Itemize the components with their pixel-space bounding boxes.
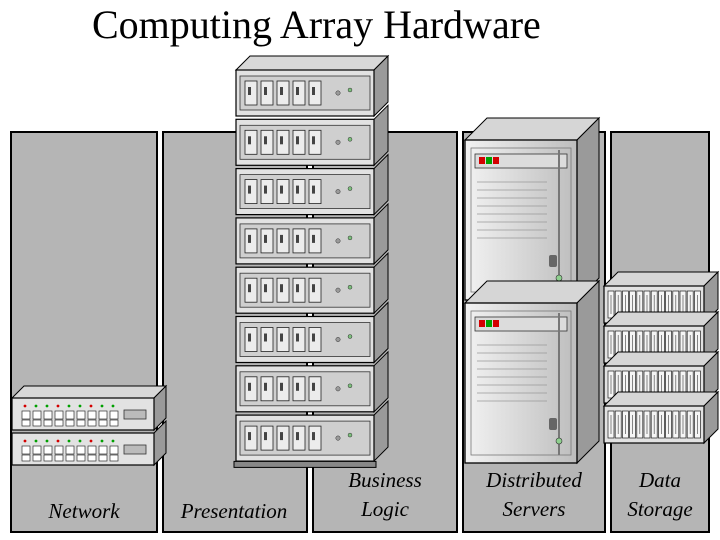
label-business-logic: Business Logic xyxy=(312,466,458,524)
label-distributed-servers-line-2: Servers xyxy=(502,497,566,521)
label-presentation: Presentation xyxy=(158,497,310,526)
label-distributed-servers-line-1: Distributed xyxy=(486,468,582,492)
rack-server-unit xyxy=(235,251,389,315)
rack-server-unit xyxy=(235,399,389,463)
rack-server-unit xyxy=(235,350,389,414)
label-data-storage-line-1: Data xyxy=(639,468,681,492)
diagram-title: Computing Array Hardware xyxy=(92,2,541,47)
label-data-storage-line-2: Storage xyxy=(627,497,693,521)
label-business-logic-line-1: Business xyxy=(348,468,422,492)
rack-server-unit xyxy=(235,202,389,266)
tower-server-unit xyxy=(463,279,601,465)
label-data-storage: Data Storage xyxy=(610,466,710,524)
tower-server-unit xyxy=(463,116,601,302)
rack-server-stack xyxy=(233,54,390,468)
storage-array-unit xyxy=(602,390,720,445)
tower-server-stack xyxy=(463,116,601,465)
network-switch-unit xyxy=(10,384,168,432)
rack-server-unit xyxy=(235,301,389,364)
network-switch-stack xyxy=(10,384,168,467)
label-business-logic-line-2: Logic xyxy=(361,497,409,521)
rack-server-unit xyxy=(235,104,389,167)
column-network xyxy=(10,131,158,533)
rack-server-unit xyxy=(234,54,390,118)
rack-server-unit xyxy=(235,153,389,216)
network-switch-unit xyxy=(11,419,167,467)
label-network-text: Network xyxy=(48,499,120,523)
label-network: Network xyxy=(10,497,158,526)
label-distributed-servers: Distributed Servers xyxy=(462,466,606,524)
storage-array-stack xyxy=(602,270,720,445)
label-presentation-text: Presentation xyxy=(180,499,288,523)
